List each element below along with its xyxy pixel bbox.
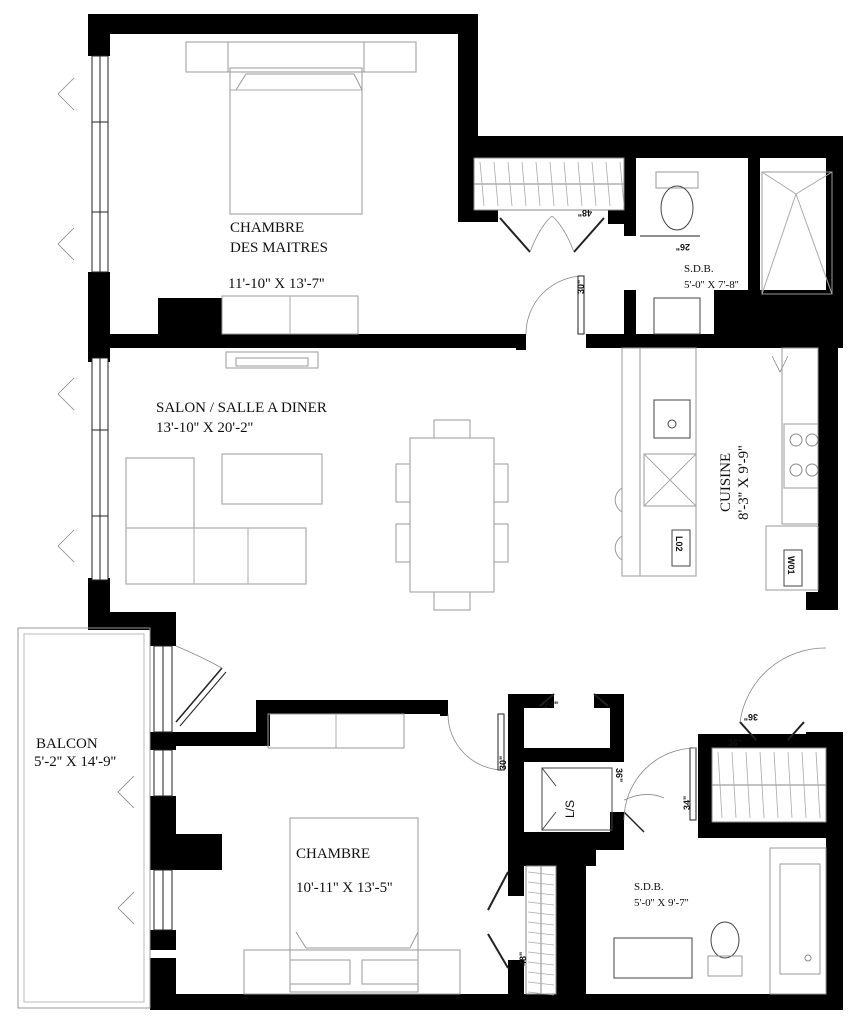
closet-rack-line [527, 891, 555, 896]
closet-rack-line [527, 881, 555, 886]
closet-bedroom-tag: 48" [518, 952, 528, 966]
closet-rack-line [745, 751, 751, 819]
bath2-dims: 5'-0'' X 9'-7'' [634, 897, 689, 909]
bath2-fixtures [613, 847, 827, 995]
doors [175, 215, 827, 969]
closet-rack-line [787, 751, 793, 819]
laundry-door-tag: 36" [614, 768, 624, 782]
closet-rack-line [605, 161, 611, 207]
closet-rack-line [717, 751, 723, 819]
kitchen-fixtures [614, 347, 819, 591]
bedroom-fixtures [243, 713, 461, 995]
closet-rack-line [527, 951, 555, 956]
closet-rack-line [521, 161, 527, 207]
door-master-tag: 30" [576, 280, 586, 294]
closet-rack-line [527, 901, 555, 906]
closet-rack-line [479, 161, 485, 207]
closet-rack-line [801, 751, 807, 819]
closet-rack-line [527, 931, 555, 936]
interior-walls [110, 136, 828, 1010]
closet-rack-line [527, 911, 555, 916]
balcony-outline [17, 627, 151, 1009]
bath2-name: S.D.B. [634, 881, 664, 893]
closet-rack-line [773, 751, 779, 819]
closet-rack-line [549, 161, 555, 207]
closet-rack-line [527, 941, 555, 946]
balcony-name: BALCON [36, 736, 98, 752]
bath2-door-tag: 34" [682, 796, 692, 810]
closet-rack-line [577, 161, 583, 207]
windows [57, 55, 173, 931]
bath1-name: S.D.B. [684, 263, 714, 275]
laundry-closet-tag: 24" [544, 700, 558, 710]
closet-rack-line [815, 751, 821, 819]
balcony-dims: 5'-2'' X 14'-9'' [34, 754, 116, 770]
bath1-fixtures [640, 171, 833, 335]
closet-rack-line [493, 161, 499, 207]
closet-rack-line [619, 161, 625, 207]
laundry-label: L/S [563, 800, 577, 818]
closet-rack-line [507, 161, 513, 207]
master-bed [185, 41, 417, 335]
closet-master-tag: 48" [578, 208, 592, 218]
closet-rack-line [527, 871, 555, 876]
laundry [541, 767, 613, 831]
closet-rack-line [535, 161, 541, 207]
balcony-railing [23, 633, 145, 1003]
bedroom-dims: 10'-11'' X 13'-5'' [296, 880, 393, 896]
closet-entry-b-tag: 36" [744, 712, 758, 722]
closet-rack-line [527, 991, 555, 996]
master-dims: 11'-10'' X 13'-7'' [228, 276, 325, 292]
closet-rack-line [527, 981, 555, 986]
kitchen-name: CUISINE [718, 453, 734, 512]
closet-rack-line [527, 921, 555, 926]
dishwasher-label: L02 [674, 536, 684, 552]
master-name-1: CHAMBRE [230, 220, 304, 236]
living-name: SALON / SALLE A DINER [156, 400, 327, 416]
closet-rack-line [563, 161, 569, 207]
closet-racks [473, 157, 827, 995]
door-bedroom-tag: 30" [498, 756, 508, 770]
closet-rack-line [527, 961, 555, 966]
master-name-2: DES MAITRES [230, 240, 328, 256]
closet-rack-line [731, 751, 737, 819]
toilet-bath1-tag: 26" [676, 242, 690, 252]
kitchen-dims: 8'-3'' X 9'-9'' [736, 445, 752, 520]
bath1-dims: 5'-0'' X 7'-8'' [684, 279, 739, 291]
closet-rack-line [759, 751, 765, 819]
closet-rack-line [527, 971, 555, 976]
living-furniture [125, 351, 509, 611]
living-dims: 13'-10'' X 20'-2'' [156, 420, 253, 436]
closet-rack-line [591, 161, 597, 207]
wall-oven-label: W01 [786, 556, 796, 575]
closet-entry-a-tag: 36" [728, 738, 742, 748]
bedroom-name: CHAMBRE [296, 846, 370, 862]
